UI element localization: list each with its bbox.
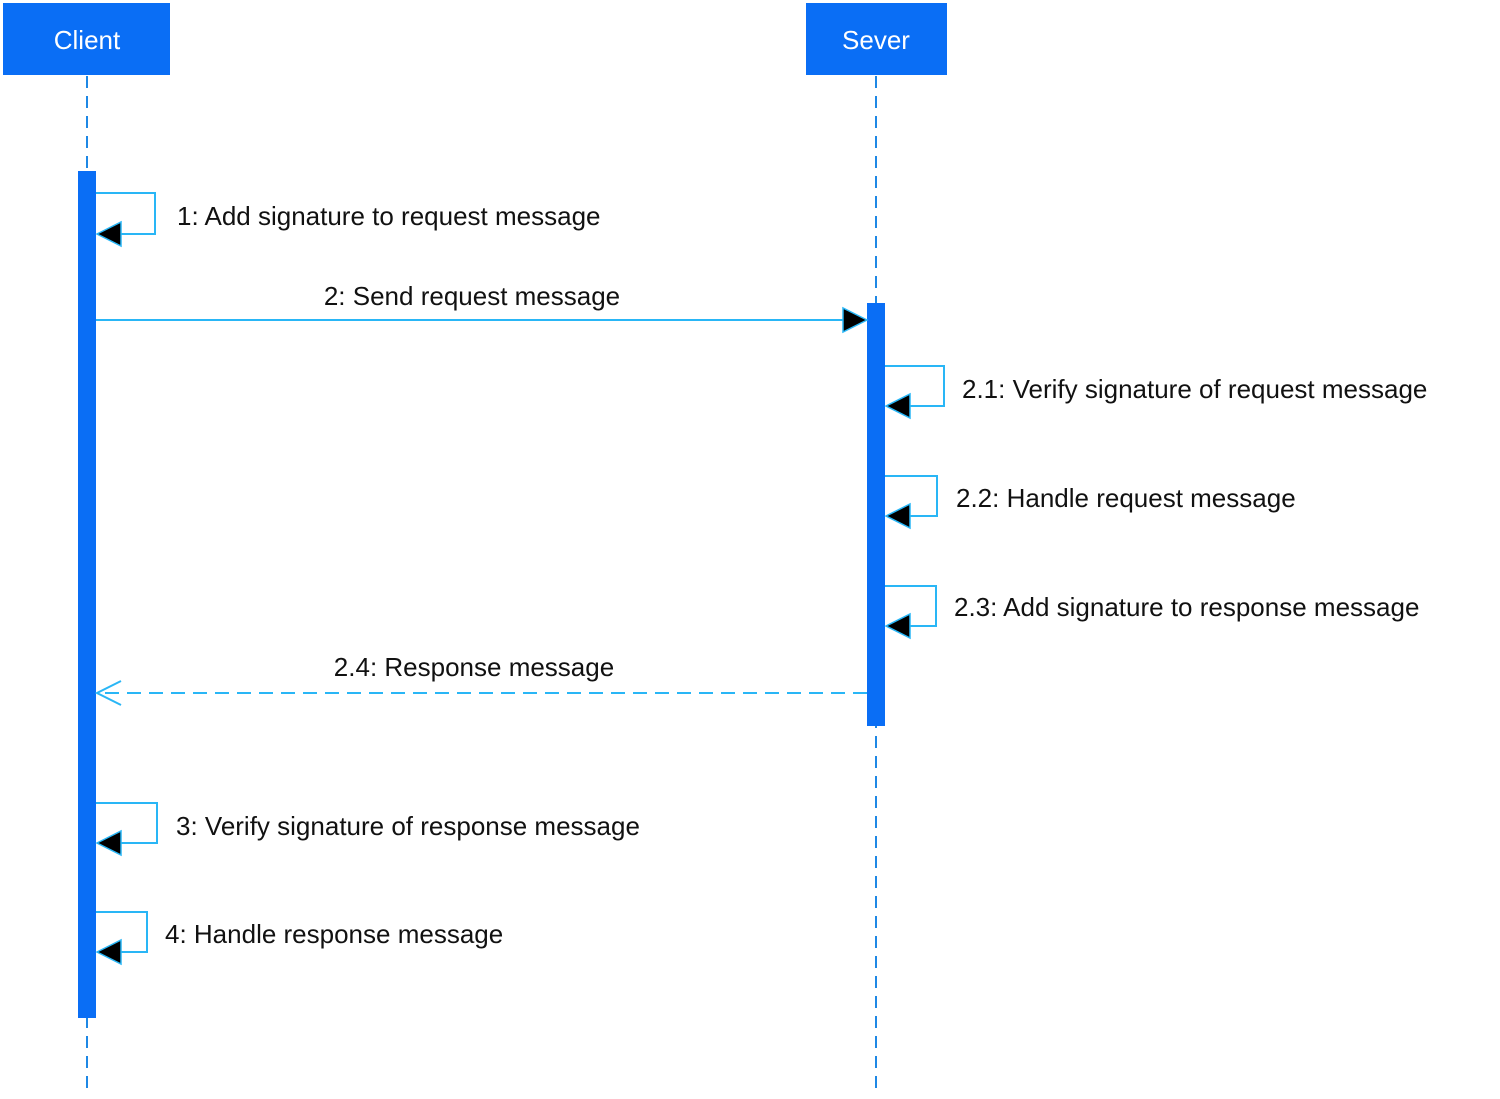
- message-2-3: 2.3: Add signature to response message: [884, 585, 1419, 640]
- message-4: 4: Handle response message: [95, 911, 503, 966]
- message-3-arrowhead: [95, 829, 122, 857]
- message-2-4-arrowhead: [94, 680, 122, 706]
- message-1-line: [96, 192, 156, 235]
- message-2-1: 2.1: Verify signature of request message: [884, 365, 1427, 420]
- message-2-1-line: [885, 365, 945, 407]
- message-2-arrowhead: [842, 306, 869, 334]
- message-2-2-label: 2.2: Handle request message: [956, 483, 1296, 513]
- message-2: 2: Send request message: [96, 281, 869, 334]
- message-2-2-arrowhead: [884, 502, 911, 530]
- message-2-1-arrowhead: [884, 392, 911, 420]
- message-2-1-label: 2.1: Verify signature of request message: [962, 374, 1427, 404]
- message-2-2: 2.2: Handle request message: [884, 475, 1296, 530]
- server-activation-bar: [867, 303, 885, 726]
- message-1: 1: Add signature to request message: [95, 192, 601, 248]
- message-2-3-line: [885, 585, 937, 627]
- participant-client-label: Client: [54, 25, 121, 55]
- participant-client[interactable]: Client: [3, 3, 170, 75]
- message-1-label: 1: Add signature to request message: [177, 201, 601, 231]
- participant-server[interactable]: Sever: [806, 3, 947, 75]
- participant-server-label: Sever: [842, 25, 910, 55]
- message-3-label: 3: Verify signature of response message: [176, 811, 640, 841]
- client-activation-bar: [78, 171, 96, 1018]
- message-4-arrowhead: [95, 938, 122, 966]
- message-3: 3: Verify signature of response message: [95, 802, 640, 857]
- message-4-label: 4: Handle response message: [165, 919, 503, 949]
- message-2-2-line: [885, 475, 938, 517]
- message-3-line: [96, 802, 158, 844]
- message-2-3-arrowhead: [884, 612, 911, 640]
- message-2-3-label: 2.3: Add signature to response message: [954, 592, 1419, 622]
- message-4-line: [96, 911, 148, 953]
- message-2-4: 2.4: Response message: [94, 652, 867, 706]
- message-1-arrowhead: [95, 220, 122, 248]
- message-2-label: 2: Send request message: [324, 281, 620, 311]
- message-2-4-label: 2.4: Response message: [334, 652, 614, 682]
